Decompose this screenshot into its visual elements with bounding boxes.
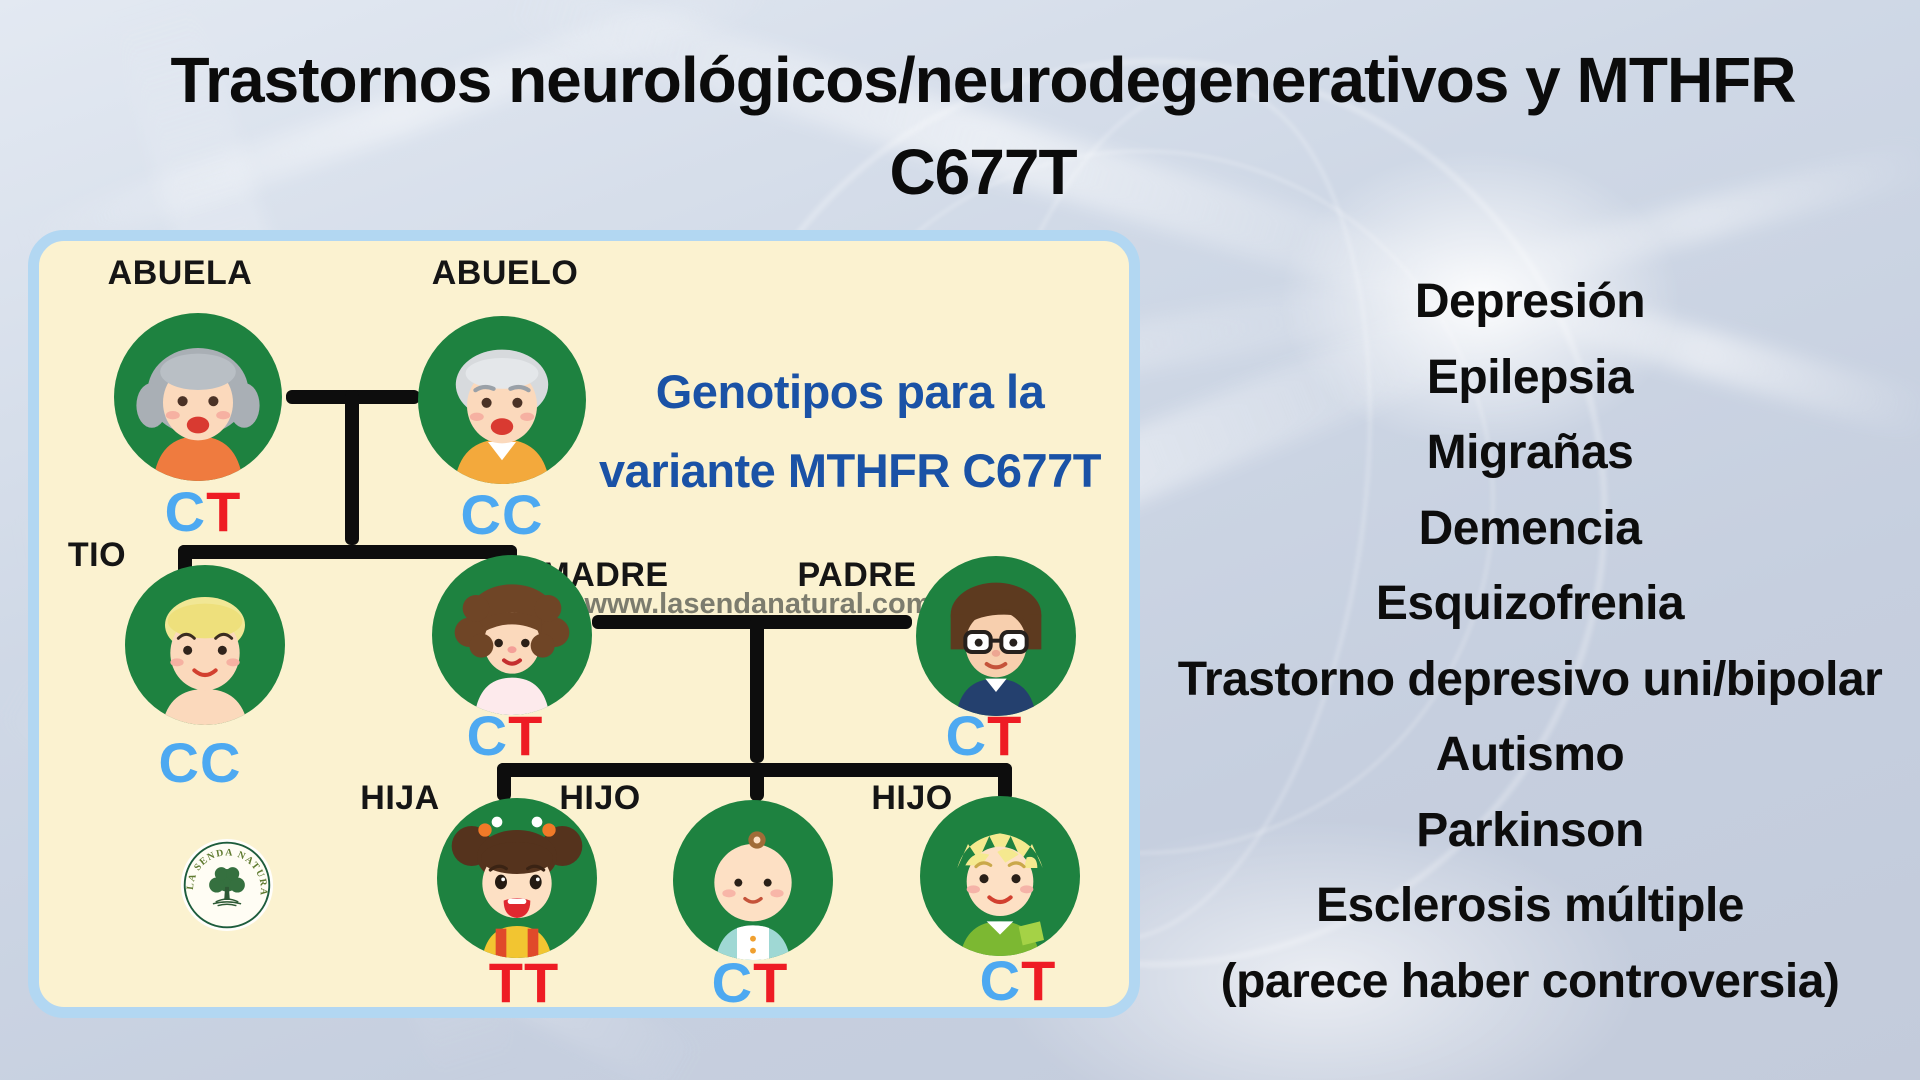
- allele: T: [206, 480, 242, 543]
- genotype-abuela: CT: [103, 483, 303, 541]
- allele: C: [502, 483, 544, 546]
- allele: T: [508, 704, 544, 767]
- allele: C: [460, 483, 502, 546]
- panel-heading-line2: variante MTHFR C677T: [599, 444, 1101, 497]
- tree-connector-grandparents-v: [345, 390, 359, 545]
- disorders-list: Depresión Epilepsia Migrañas Demencia Es…: [1140, 264, 1920, 1019]
- genotype-abuelo: CC: [402, 486, 602, 544]
- genotype-hija: TT: [424, 954, 624, 1012]
- label-abuelo: ABUELO: [431, 254, 579, 292]
- tree-connector-parents-v: [750, 615, 764, 763]
- tree-sibling-tick: [750, 763, 764, 801]
- disorder-item: Demencia: [1418, 501, 1642, 555]
- allele: T: [987, 704, 1023, 767]
- allele: C: [711, 951, 754, 1014]
- allele: T: [524, 951, 560, 1014]
- label-hija: HIJA: [360, 779, 440, 817]
- hijo-baby-avatar-icon: [673, 800, 833, 960]
- abuela-avatar-icon: [114, 313, 282, 481]
- genotype-tio: CC: [100, 734, 300, 792]
- panel-heading: Genotipos para la variante MTHFR C677T: [565, 352, 1135, 510]
- allele: C: [158, 731, 200, 794]
- disorder-item: Trastorno depresivo uni/bipolar: [1177, 652, 1883, 706]
- allele: C: [945, 704, 988, 767]
- label-hijo-baby: HIJO: [559, 779, 641, 817]
- disorder-item: Esquizofrenia: [1375, 577, 1685, 630]
- disorder-item: Esclerosis múltiple: [1315, 879, 1745, 932]
- allele: T: [753, 951, 789, 1014]
- disorder-item: (parece haber controversia): [1220, 954, 1840, 1008]
- allele: T: [488, 951, 524, 1014]
- tio-avatar-icon: [125, 565, 285, 725]
- allele: T: [1021, 949, 1057, 1012]
- page-title: Trastornos neurológicos/neurodegenerativ…: [0, 34, 1920, 218]
- tree-sibling-bar-1: [178, 545, 517, 559]
- panel-heading-line1: Genotipos para la: [655, 365, 1045, 418]
- la-senda-natural-logo: LA SENDA NATURAL: [180, 838, 274, 932]
- label-hijo-boy: HIJO: [871, 779, 953, 817]
- disorder-item: Parkinson: [1416, 803, 1644, 857]
- abuelo-avatar-icon: [418, 316, 586, 484]
- page-title-line2: C677T: [889, 136, 1077, 208]
- allele: C: [164, 480, 207, 543]
- tree-sibling-tick: [497, 763, 511, 801]
- disorder-item: Autismo: [1435, 728, 1625, 781]
- allele: C: [466, 704, 509, 767]
- label-abuela: ABUELA: [107, 254, 253, 292]
- genotype-hijo-boy: CT: [918, 952, 1118, 1010]
- label-padre: PADRE: [797, 556, 917, 594]
- genotype-hijo-baby: CT: [650, 954, 850, 1012]
- allele: C: [979, 949, 1022, 1012]
- hijo-boy-avatar-icon: [920, 796, 1080, 956]
- disorder-item: Depresión: [1414, 275, 1646, 328]
- tree-sibling-tick: [998, 763, 1012, 801]
- allele: C: [200, 731, 242, 794]
- label-tio: TIO: [67, 536, 127, 574]
- website-watermark: www.lasendanatural.com: [584, 588, 932, 620]
- disorder-item: Epilepsia: [1426, 350, 1634, 404]
- genotype-padre: CT: [884, 707, 1084, 765]
- disorder-item: Migrañas: [1426, 426, 1634, 479]
- hija-avatar-icon: [437, 798, 597, 958]
- genotype-madre: CT: [405, 707, 605, 765]
- page-title-line1: Trastornos neurológicos/neurodegenerativ…: [170, 44, 1797, 116]
- madre-avatar-icon: [432, 555, 592, 715]
- padre-avatar-icon: [916, 556, 1076, 716]
